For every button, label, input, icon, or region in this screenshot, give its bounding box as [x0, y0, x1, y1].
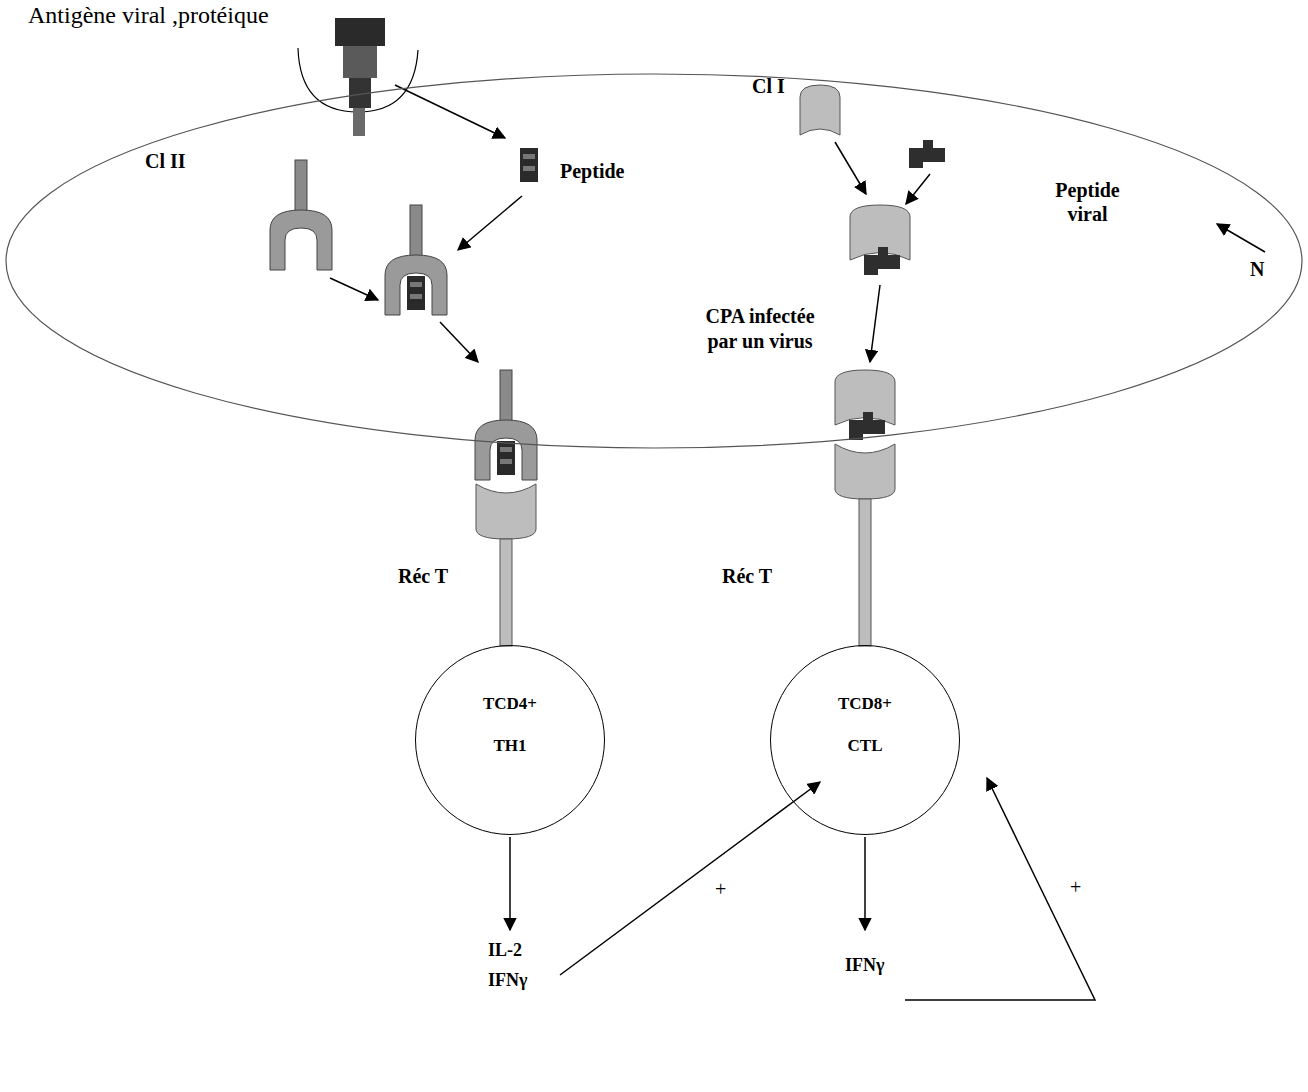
sign-label: +: [1070, 876, 1081, 899]
node-text: TCD4+: [483, 694, 537, 714]
node-text: CTL: [848, 736, 883, 756]
node-text: TH1: [493, 736, 526, 756]
peptide-label: Peptide viral: [1040, 178, 1135, 226]
cell-ellipse: CPA infectée par un virus: [4, 72, 1304, 450]
peptide-label: Peptide: [560, 160, 624, 183]
cell-outline: [4, 72, 1304, 450]
cell-circle: TCD4+ TH1: [415, 645, 605, 835]
receptor-label: Réc T: [398, 565, 448, 588]
cytokine-label: IL-2: [488, 940, 522, 961]
cytokine-label: IFNγ: [845, 955, 884, 976]
pointer-label: N: [1250, 258, 1264, 281]
molecule-label: Cl II: [145, 150, 186, 173]
node-text: TCD8+: [838, 694, 892, 714]
node-text: CPA infectée par un virus: [690, 304, 830, 354]
cell-circle: TCD8+ CTL: [770, 645, 960, 835]
antigen-label: Antigène viral ,protéique: [28, 2, 269, 29]
cytokine-label: IFNγ: [488, 970, 527, 991]
receptor-label: Réc T: [722, 565, 772, 588]
molecule-label: Cl I: [752, 75, 785, 98]
sign-label: +: [715, 878, 726, 901]
